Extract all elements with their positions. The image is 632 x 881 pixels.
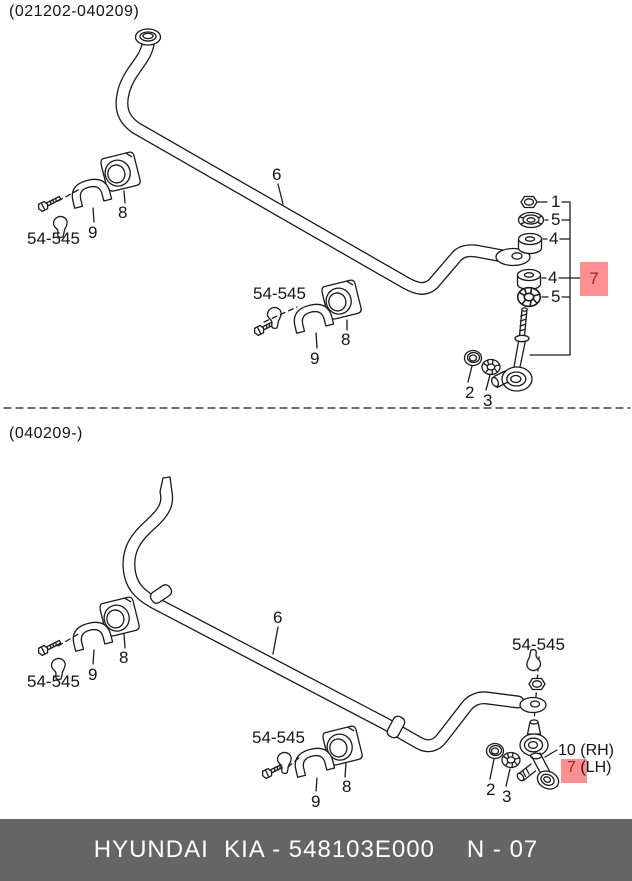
- pointer-arrow-icon: [276, 751, 292, 774]
- callout-bracket[interactable]: 9: [310, 349, 320, 368]
- stabilizer-link-drawing: [490, 307, 533, 392]
- diagram-art: [3, 28, 631, 792]
- stabilizer-bar-diagram-bottom: [36, 476, 560, 792]
- callout-washer-small[interactable]: 2: [465, 383, 475, 402]
- callout-bushing[interactable]: 8: [119, 648, 129, 667]
- footer-bar: HYUNDAI KIA - 548103E000 N - 07: [0, 819, 632, 881]
- callout-nut[interactable]: 1: [551, 192, 561, 211]
- callout-bushing-small[interactable]: 4: [548, 268, 558, 287]
- washer-drawing: [501, 751, 521, 769]
- washer-drawing: [517, 211, 545, 229]
- callout-link-rh[interactable]: 10 (RH): [558, 742, 615, 759]
- callout-ref-54-545[interactable]: 54-545: [252, 728, 305, 747]
- callout-washer-lock[interactable]: 3: [483, 391, 493, 410]
- callout-bushing-small[interactable]: 4: [549, 229, 559, 248]
- bolt-drawing: [36, 193, 63, 213]
- stabilizer-bar-diagram-top: [36, 28, 581, 392]
- callout-ref-54-545[interactable]: 54-545: [512, 635, 565, 654]
- bushing-small-drawing: [516, 268, 542, 291]
- callout-washer-lock[interactable]: 3: [502, 787, 512, 806]
- callout-bracket[interactable]: 9: [311, 792, 321, 811]
- range-label-top: (021202-040209): [9, 3, 140, 20]
- callout-bushing[interactable]: 8: [342, 777, 352, 796]
- callout-link-lh-number[interactable]: 7: [567, 759, 576, 776]
- callout-ref-54-545[interactable]: 54-545: [27, 672, 80, 691]
- callout-ref-54-545[interactable]: 54-545: [253, 284, 306, 303]
- footer-brand-part-number: HYUNDAI KIA - 548103E000: [93, 836, 435, 863]
- washer-drawing: [463, 349, 483, 367]
- bolt-drawing: [36, 637, 63, 657]
- callout-link-lh[interactable]: 7 (LH): [567, 760, 611, 776]
- callout-bushing[interactable]: 8: [341, 330, 351, 349]
- callout-link-lh-suffix: (LH): [575, 759, 612, 776]
- stabilizer-link-drawing: [516, 719, 560, 790]
- callout-washer[interactable]: 5: [551, 210, 561, 229]
- highlighted-part-box[interactable]: [561, 759, 587, 783]
- nut-drawing: [520, 195, 538, 209]
- footer-page-ref: N - 07: [466, 836, 539, 863]
- callout-washer-small[interactable]: 2: [486, 780, 496, 799]
- callout-bushing[interactable]: 8: [118, 203, 128, 222]
- bushing-small-drawing: [517, 232, 543, 255]
- callout-washer[interactable]: 5: [551, 287, 561, 306]
- callout-bar[interactable]: 6: [273, 608, 283, 627]
- range-label-bottom: (040209-): [9, 425, 83, 442]
- washer-drawing: [485, 742, 505, 760]
- highlighted-part-7[interactable]: 7: [580, 262, 608, 296]
- callout-bracket[interactable]: 9: [88, 223, 98, 242]
- washer-drawing: [481, 358, 501, 376]
- callout-bracket[interactable]: 9: [88, 665, 98, 684]
- callout-ref-54-545[interactable]: 54-545: [27, 229, 80, 248]
- callout-bar[interactable]: 6: [272, 165, 282, 184]
- nut-drawing: [528, 677, 546, 691]
- washer-drawing: [516, 286, 542, 308]
